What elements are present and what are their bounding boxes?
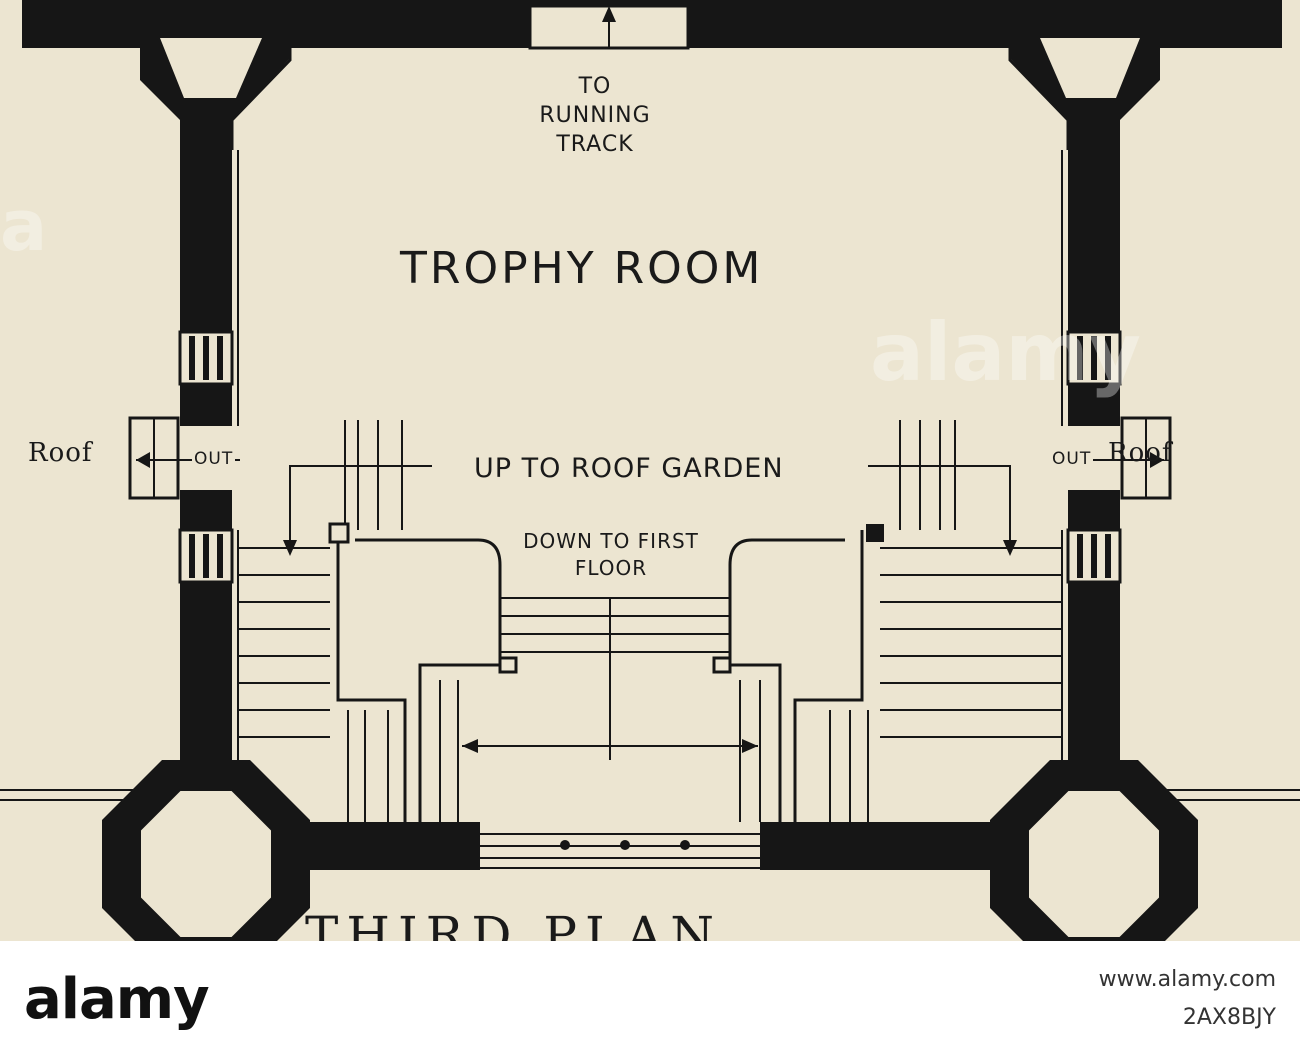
left-wall-mid	[180, 384, 232, 426]
label-out-right: OUT	[1050, 449, 1094, 469]
floor-plan: a alamy TO RUNNING TRACK TROPHY ROOM Roo…	[0, 0, 1300, 941]
up-stair-guides	[289, 420, 1011, 548]
watermark-ghost-1: a	[0, 185, 47, 267]
corner-pier-bottom-left-void	[139, 789, 273, 939]
label-roof-left: Roof	[28, 438, 93, 468]
left-wall-upper	[180, 150, 232, 332]
watermark-logo: alamy	[24, 967, 210, 1032]
bottom-wall-right	[760, 822, 1000, 870]
watermark-ghost-2: alamy	[870, 306, 1141, 399]
label-plan-title-partial: THIRD PLAN	[305, 906, 723, 941]
corner-pier-bottom-right-void	[1027, 789, 1161, 939]
watermark-bar: alamy www.alamy.com 2AX8BJY	[0, 941, 1300, 1057]
bottom-wall-left	[300, 822, 480, 870]
left-wall-below-door	[180, 490, 232, 530]
right-stair-flight	[880, 530, 1063, 822]
left-wall-lower	[180, 582, 232, 782]
entry-lines	[347, 680, 869, 822]
floor-plan-drawing: a alamy	[0, 0, 1300, 941]
label-up-to-roof-garden: UP TO ROOF GARDEN	[470, 453, 788, 484]
label-room-name: TROPHY ROOM	[400, 243, 764, 294]
watermark-image-id: 2AX8BJY	[1182, 1005, 1276, 1030]
label-roof-right: Roof	[1108, 438, 1173, 468]
label-out-left: OUT	[192, 449, 236, 469]
outer-walls-bottom	[0, 789, 1300, 801]
right-wall-mid	[1068, 384, 1120, 426]
corner-pier-top-left-void	[160, 38, 262, 98]
label-down-to-first-floor: DOWN TO FIRST FLOOR	[523, 529, 699, 580]
handrails	[336, 530, 864, 822]
right-out-arrow-head	[1150, 452, 1164, 468]
entry-threshold	[480, 833, 760, 869]
watermark-url: www.alamy.com	[1098, 967, 1276, 992]
right-wall-below-door	[1068, 490, 1120, 530]
label-to-running-track: TO RUNNING TRACK	[539, 74, 651, 157]
right-wall-lower	[1068, 582, 1120, 782]
down-stair-flight	[462, 597, 758, 760]
track-arrow-head	[602, 6, 616, 22]
right-wall-upper	[1068, 150, 1120, 332]
left-out-arrow-head	[136, 452, 150, 468]
corner-pier-top-right-void	[1040, 38, 1140, 98]
